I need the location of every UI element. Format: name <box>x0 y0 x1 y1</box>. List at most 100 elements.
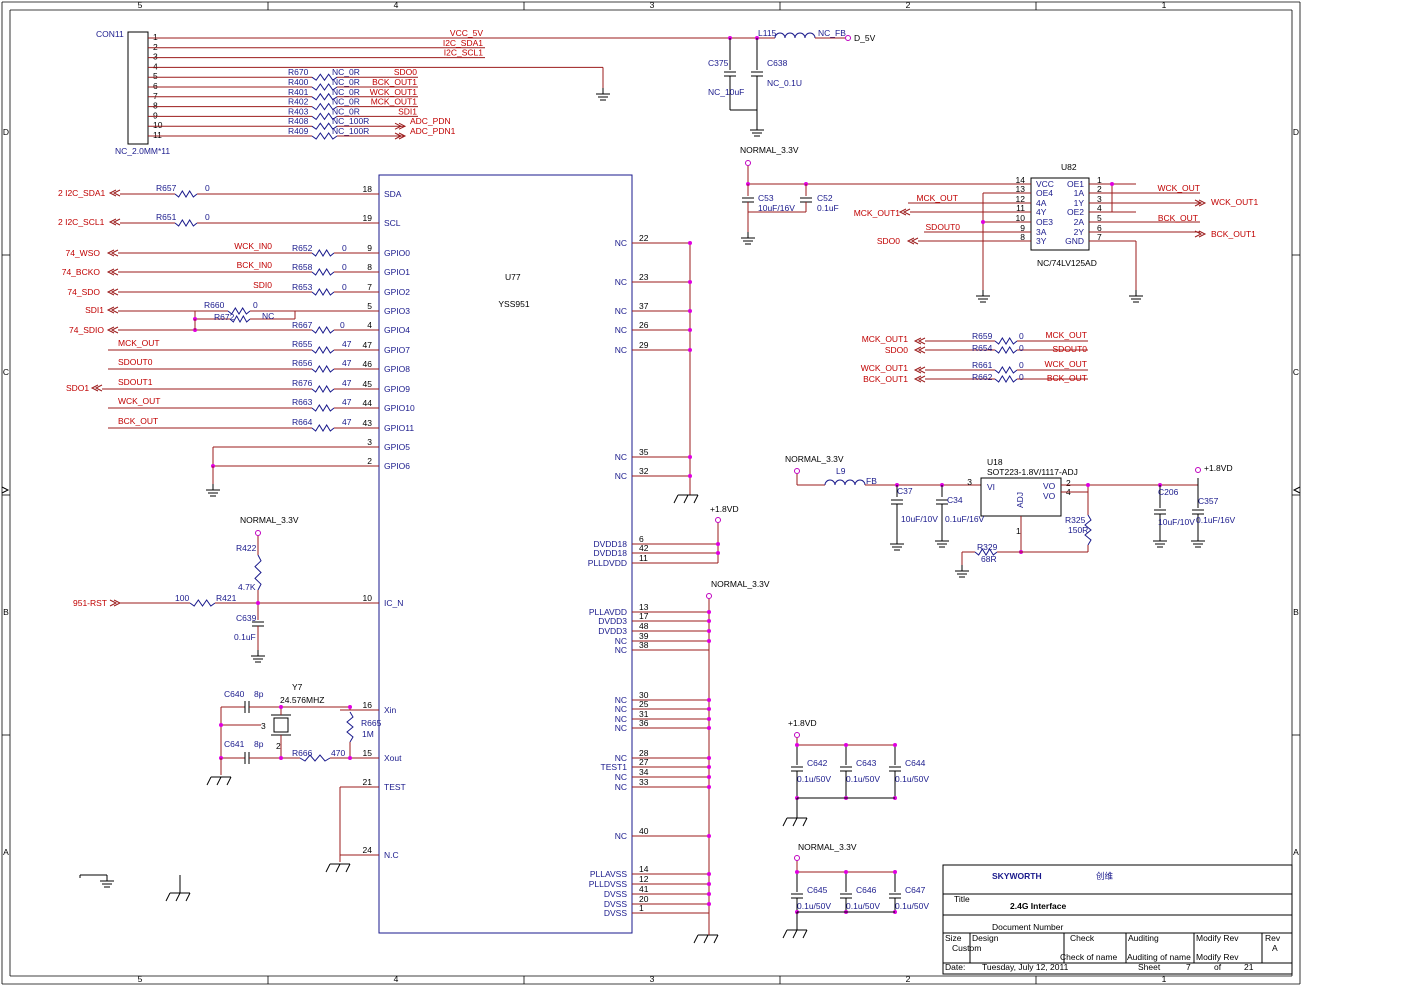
resistor-ref: R403 <box>288 106 309 116</box>
resistor-ref: R408 <box>288 116 309 126</box>
pin-terminal <box>745 160 751 166</box>
net-label: WCK_OUT <box>118 396 161 406</box>
ic-pin-name: NC <box>615 772 627 782</box>
resistor-value: 47 <box>342 358 352 368</box>
port-arrow-icon <box>110 288 119 296</box>
port-arrow-icon <box>106 288 115 296</box>
ic-pin-name: 2A <box>1074 217 1085 227</box>
check-label: Check <box>1070 933 1095 943</box>
capacitor-value: 0.1uF/16V <box>945 514 985 524</box>
resistor-ref: R652 <box>292 243 313 253</box>
ic-pin-number: 7 <box>367 282 372 292</box>
ic-pin-number: 31 <box>639 709 649 719</box>
net-label: MCK_OUT1 <box>854 208 901 218</box>
ic-pin-name: NC <box>615 306 627 316</box>
ic-pin-name: PLLDVSS <box>589 879 628 889</box>
port-arrow-icon <box>108 189 117 197</box>
ic-pin-number: 40 <box>639 826 649 836</box>
ic-pin-number: 17 <box>639 611 649 621</box>
resistor <box>311 385 335 393</box>
resistor-value: 0 <box>205 183 210 193</box>
resistor-ref: R663 <box>292 397 313 407</box>
port-arrow-icon <box>398 132 407 140</box>
port-arrow-icon <box>394 132 403 140</box>
ic-pin-number: 25 <box>639 699 649 709</box>
document-number-label: Document Number <box>992 922 1064 932</box>
resistor-ref: R658 <box>292 262 313 272</box>
resistor <box>299 754 331 762</box>
resistor-value: 0 <box>1019 343 1024 353</box>
resistor <box>311 112 338 121</box>
capacitor-ref: C647 <box>905 885 926 895</box>
ic-pin-number: 5 <box>367 301 372 311</box>
connector-pin-number: 5 <box>153 71 158 81</box>
ic-pin-name: NC <box>615 704 627 714</box>
port-label: 951-RST <box>73 598 107 608</box>
ic-pin-name: OE3 <box>1036 217 1053 227</box>
junction-dot <box>716 551 720 555</box>
capacitor-value: 0.1u/50V <box>797 901 831 911</box>
ic-pin-number: 20 <box>639 894 649 904</box>
ic-body-u82 <box>1030 177 1090 251</box>
resistor-ref: R657 <box>156 183 177 193</box>
ic-pin-name: 3Y <box>1036 236 1047 246</box>
border-row-label: A <box>1293 847 1299 857</box>
capacitor-value: 0.1u/50V <box>846 901 880 911</box>
resistor-value: 68R <box>981 554 997 564</box>
chassis-ground-icon <box>165 892 171 902</box>
port-arrow-icon <box>398 122 407 130</box>
border-col-label: 4 <box>394 974 399 984</box>
resistor <box>254 554 262 591</box>
chassis-ground-icon <box>683 494 689 504</box>
port-arrow-icon <box>902 208 911 216</box>
port-label: MCK_OUT1 <box>862 334 909 344</box>
junction-dot <box>844 743 848 747</box>
ic-pin-name: VI <box>987 482 995 492</box>
port-arrow-icon <box>106 306 115 314</box>
size-value: Custom <box>952 943 981 953</box>
net-label: SDI0 <box>253 280 272 290</box>
resistor <box>311 132 338 140</box>
resistor-ref: R654 <box>972 343 993 353</box>
resistor-ref: R325 <box>1065 515 1086 525</box>
connector-pin-number: 9 <box>153 110 158 120</box>
port-arrow-icon <box>917 366 926 374</box>
ic-pin-name: NC <box>615 636 627 646</box>
ic-pin-name: DVDD3 <box>598 616 627 626</box>
port-label: WCK_OUT1 <box>861 363 909 373</box>
ic-pin-number: 45 <box>363 379 373 389</box>
ic-pin-name: GND <box>1065 236 1084 246</box>
power-net-label: +1.8VD <box>1204 463 1233 473</box>
ic-pin-number: 48 <box>639 621 649 631</box>
capacitor-ref: C642 <box>807 758 828 768</box>
capacitor-value: 8p <box>254 689 264 699</box>
ic-pin-name: 4Y <box>1036 207 1047 217</box>
ic-pin-name: PLLAVDD <box>589 607 627 617</box>
ic-pin-number: 39 <box>639 631 649 641</box>
resistor <box>311 288 335 296</box>
port-arrow-icon <box>110 249 119 257</box>
power-net-label: NORMAL_3.3V <box>785 454 844 464</box>
net-label: MCK_OUT <box>1045 330 1087 340</box>
junction-dot <box>688 455 692 459</box>
inductor-ref: L9 <box>836 466 846 476</box>
ic-pin-number: 13 <box>639 602 649 612</box>
sheet-of-label: of <box>1214 962 1222 972</box>
border-col-label: 1 <box>1162 0 1167 10</box>
ic-pin-name: GPIO8 <box>384 364 410 374</box>
ic-pin-number: 41 <box>639 884 649 894</box>
port-label: SDO1 <box>66 383 89 393</box>
port-label: SDO0 <box>885 345 908 355</box>
junction-dot <box>707 765 711 769</box>
resistor-value: 100 <box>175 593 189 603</box>
ic-pin-name: 1A <box>1074 188 1085 198</box>
capacitor-value: 10uF/10V <box>901 514 938 524</box>
resistor-value: 4.7K <box>238 582 256 592</box>
ic-pin-number: 1 <box>1097 175 1102 185</box>
capacitor-ref: C638 <box>767 58 788 68</box>
connector-value: NC_2.0MM*11 <box>115 146 170 156</box>
resistor <box>311 122 338 131</box>
ic-pin-name: NC <box>615 452 627 462</box>
ic-pin-number: 3 <box>367 437 372 447</box>
